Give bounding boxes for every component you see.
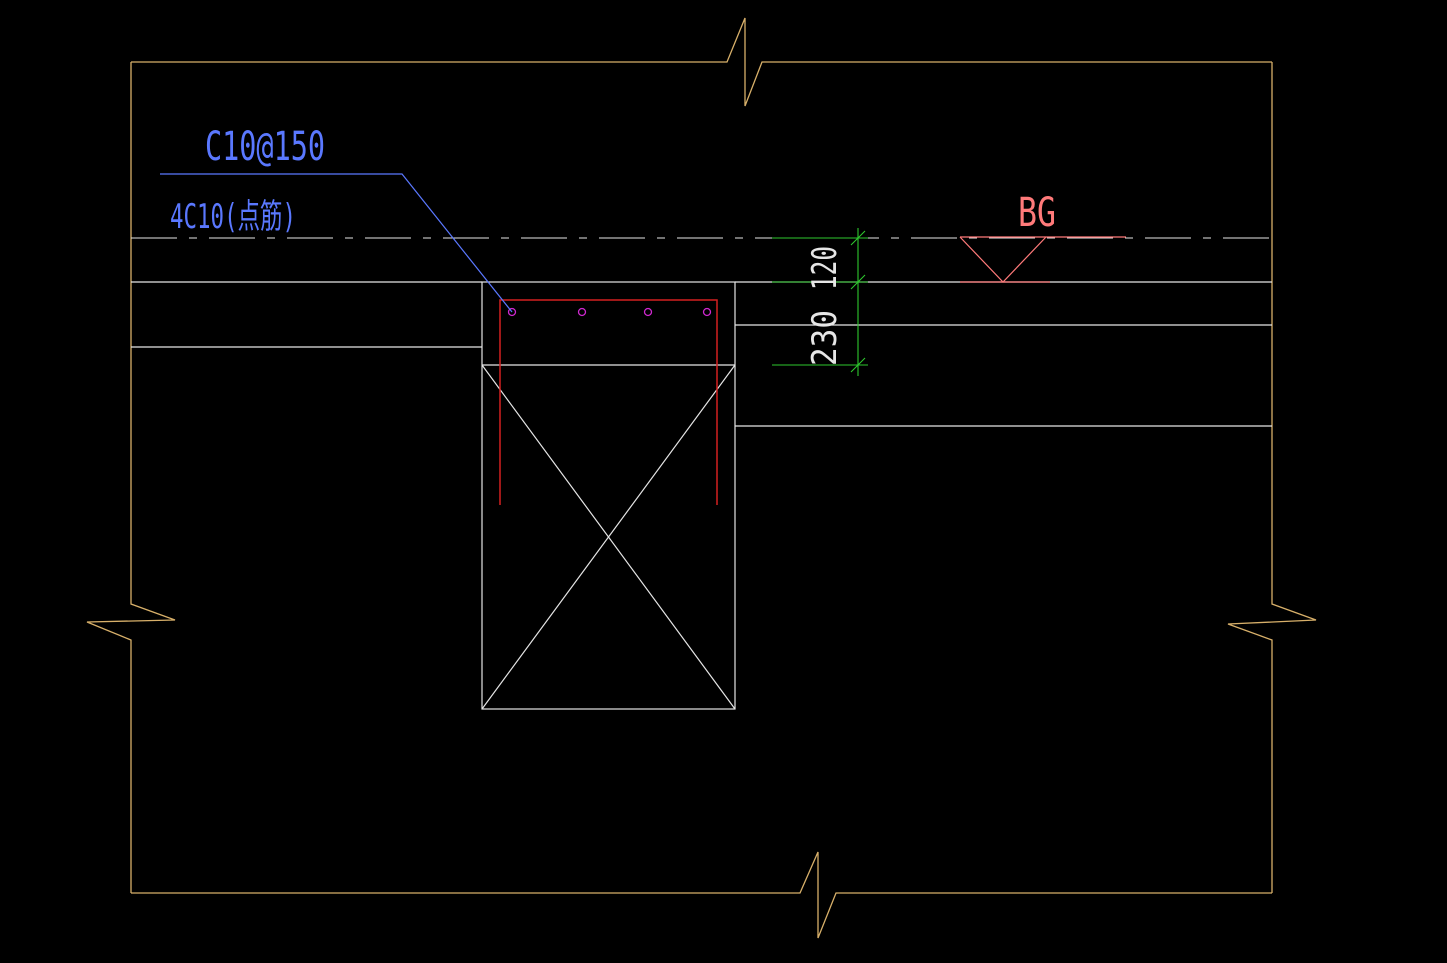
right-boundary-line <box>1227 62 1317 893</box>
dim-upper-value: 120 <box>805 246 845 290</box>
top-boundary-line <box>131 17 1272 107</box>
bar-label: 4C10(点筋) <box>170 197 296 237</box>
leader-line <box>160 173 513 313</box>
beam-outline <box>481 281 736 710</box>
dim-tick-top <box>850 230 866 246</box>
level-marker <box>959 236 1126 283</box>
stirrup-rebar <box>499 299 718 505</box>
level-tag: BG <box>1018 190 1056 236</box>
beam-section <box>481 281 736 710</box>
dimension-chain <box>772 228 868 376</box>
dim-tick-bottom <box>850 357 866 373</box>
level-marker-triangle <box>959 236 1047 283</box>
rebar-dot <box>507 307 517 317</box>
dim-tick-mid <box>850 274 866 290</box>
rebar-dot <box>577 307 587 317</box>
left-boundary-line <box>86 62 176 893</box>
stirrup-label: C10@150 <box>205 124 325 170</box>
column-cross-b <box>481 364 736 710</box>
rebar-dot <box>702 307 712 317</box>
rebar-dot <box>643 307 653 317</box>
drawing-boundary <box>86 17 1317 939</box>
slab-lines <box>131 281 1272 427</box>
dim-lower-value: 230 <box>805 310 845 366</box>
rebar-dots <box>507 307 712 317</box>
bottom-boundary-line <box>131 851 1272 939</box>
